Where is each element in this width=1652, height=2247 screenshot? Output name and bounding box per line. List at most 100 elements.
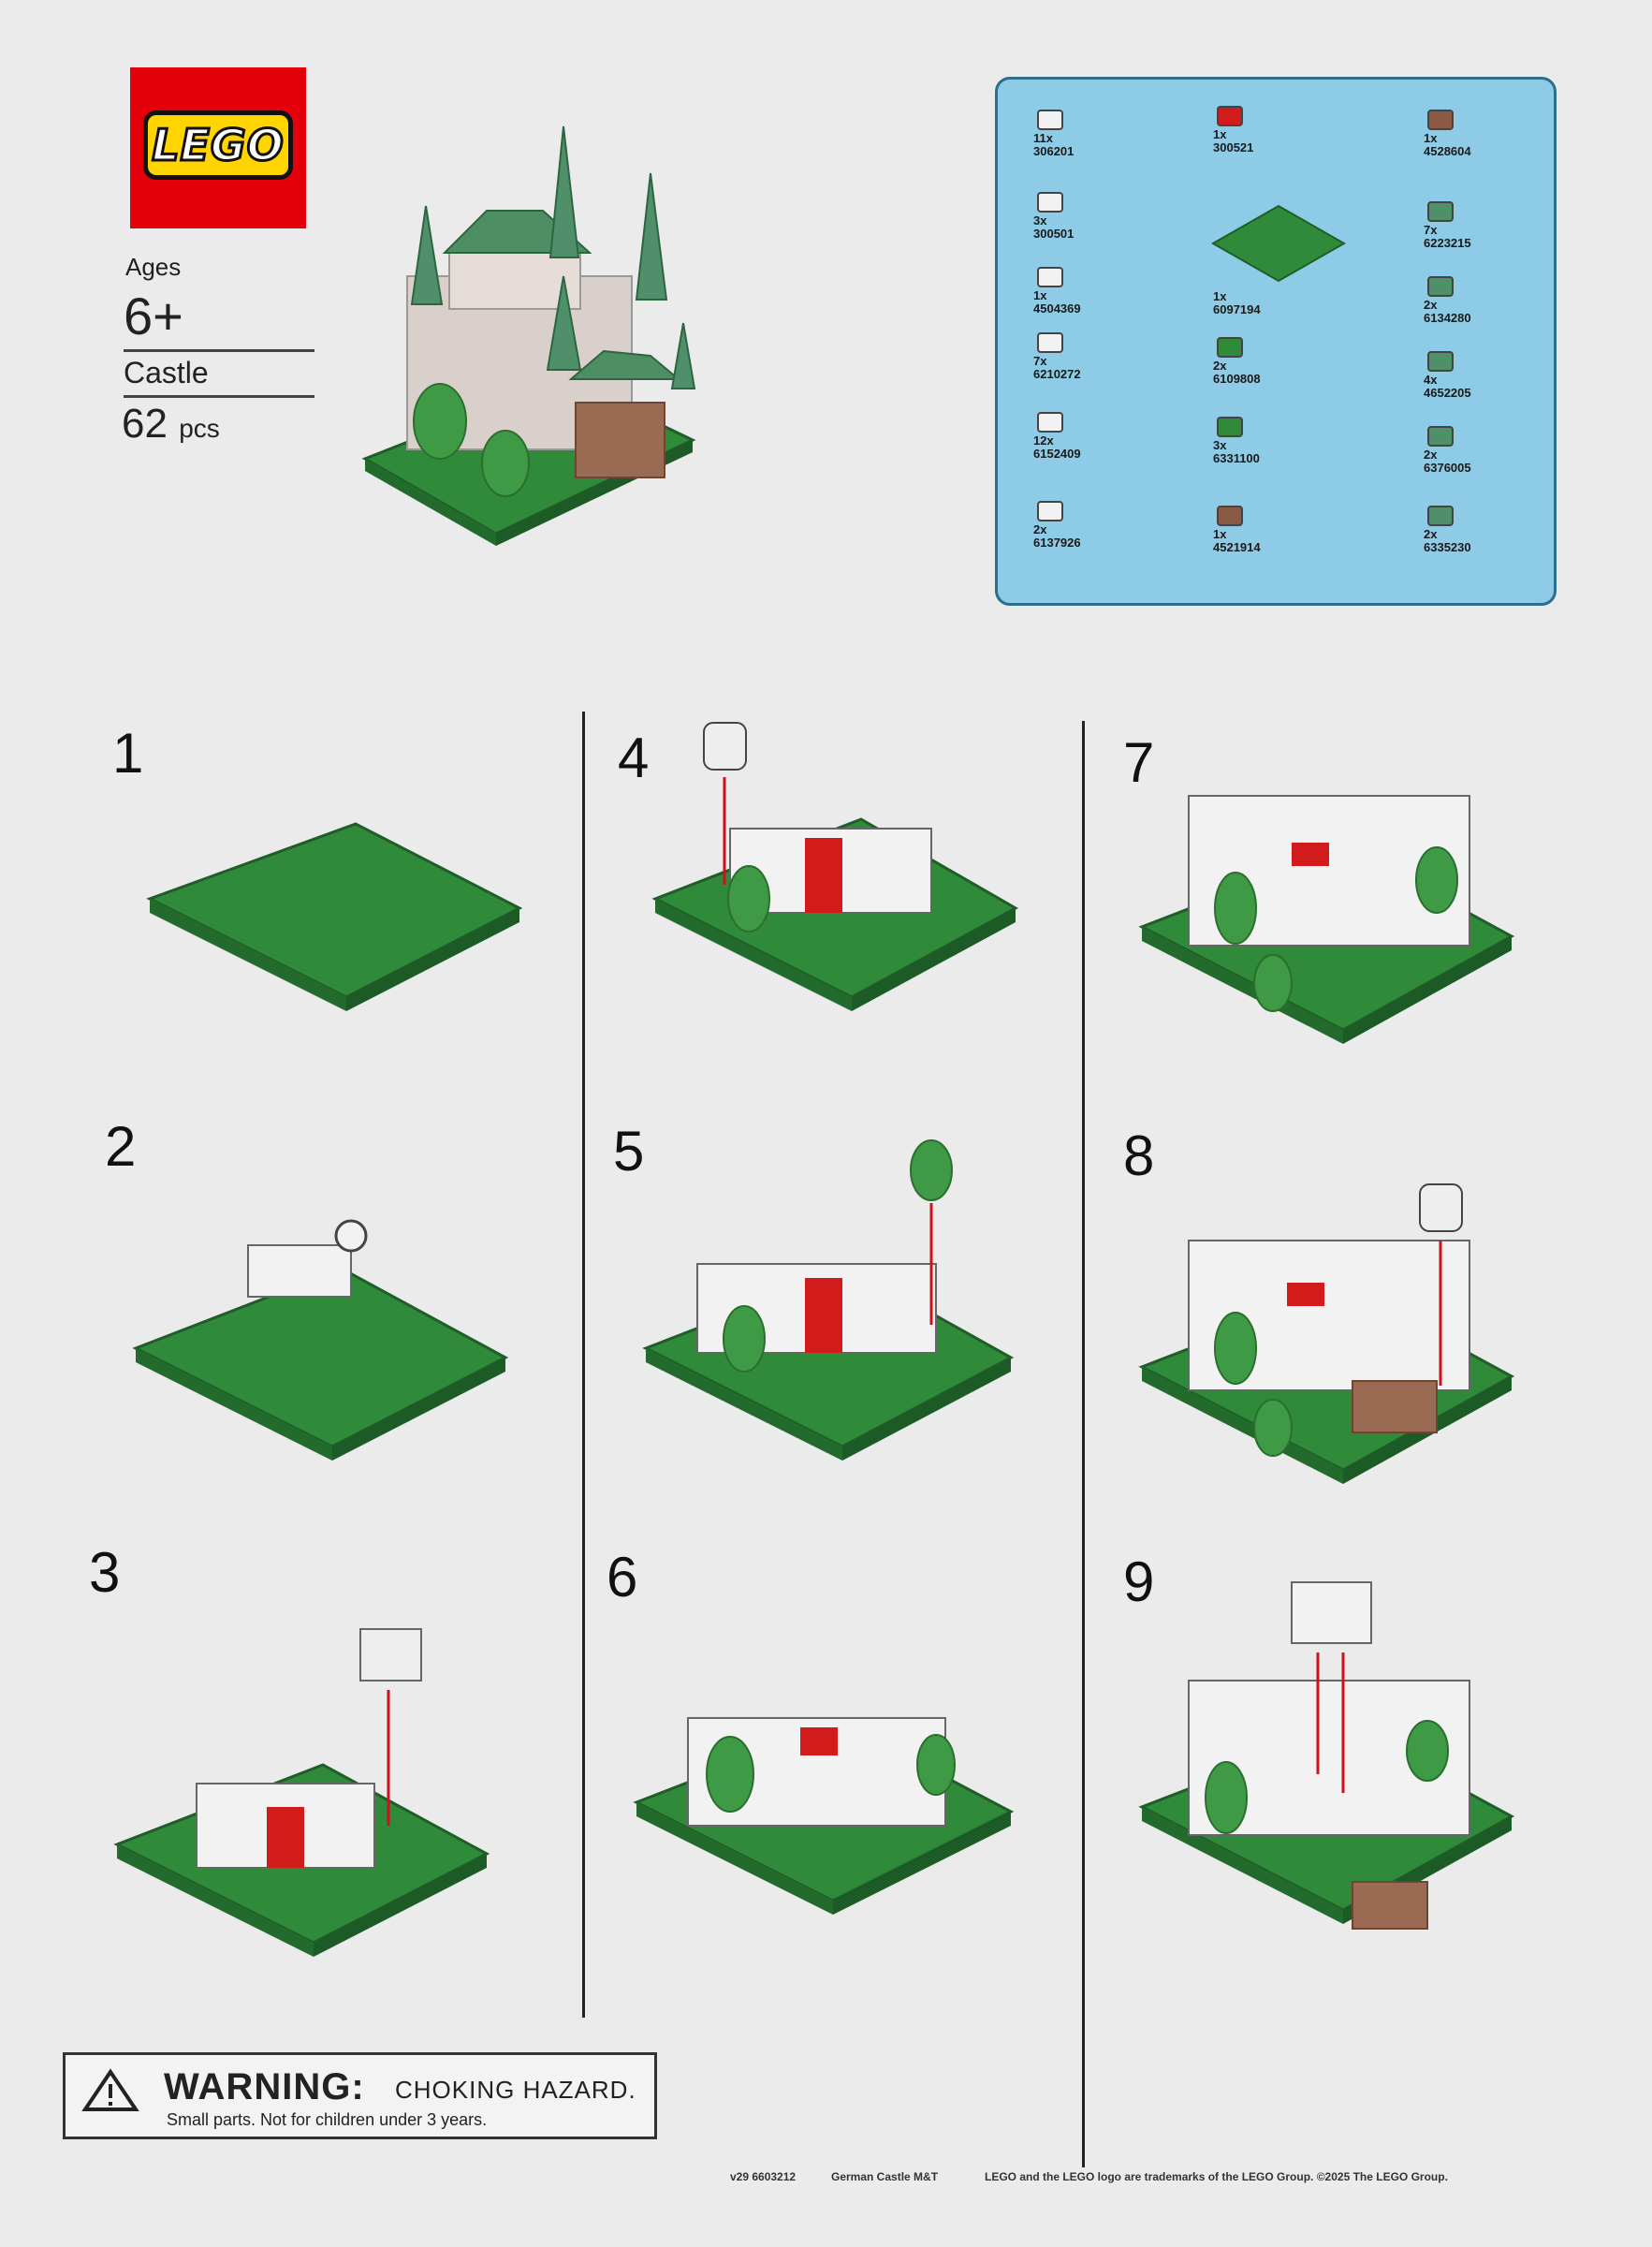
inventory-item: 1x 300521: [1213, 106, 1363, 154]
part-icon: [1037, 192, 1063, 213]
part-number: 6137926: [1033, 536, 1081, 550]
inventory-item: 7x 6210272: [1033, 332, 1183, 381]
column-divider: [1082, 721, 1085, 2167]
warning-box: WARNING: CHOKING HAZARD. Small parts. No…: [63, 2052, 657, 2139]
finished-castle-illustration: [361, 125, 696, 546]
part-plate-icon: [1210, 201, 1347, 286]
part-qty: 2x: [1424, 298, 1438, 312]
part-number: 6223215: [1424, 236, 1471, 250]
step-8-illustration: [1138, 1183, 1515, 1484]
step-5-illustration: [642, 1139, 1015, 1461]
part-icon: [1217, 106, 1243, 126]
inventory-item: 3x 300501: [1033, 192, 1183, 241]
part-icon: [1037, 412, 1063, 433]
part-icon: [1217, 337, 1243, 358]
part-icon: [1217, 506, 1243, 526]
footer-product: German Castle M&T: [831, 2170, 939, 2183]
step-2-illustration: [132, 1219, 509, 1461]
inventory-item: 1x 4504369: [1033, 267, 1183, 316]
step-1-illustration: [146, 822, 523, 1011]
warning-triangle-icon: [81, 2068, 139, 2111]
ages-label: Ages: [125, 253, 182, 281]
inventory-item: 1x 6097194: [1213, 290, 1363, 316]
part-icon: [1427, 276, 1454, 297]
step-7-illustration: [1138, 795, 1515, 1044]
part-number: 4652205: [1424, 386, 1471, 400]
lego-logo-text: LEGO: [151, 119, 285, 172]
part-number: 4504369: [1033, 301, 1081, 316]
footer-code: v29 6603212: [730, 2170, 797, 2183]
part-number: 6210272: [1033, 367, 1081, 381]
part-icon: [1037, 110, 1063, 130]
step-number-7: 7: [1123, 731, 1155, 794]
inventory-item: 2x 6109808: [1213, 337, 1363, 386]
part-qty: 4x: [1424, 373, 1438, 387]
inventory-item: 3x 6331100: [1213, 417, 1363, 465]
step-9-illustration: [1138, 1581, 1515, 1930]
part-qty: 1x: [1424, 131, 1438, 145]
part-qty: 2x: [1033, 522, 1047, 536]
part-qty: 1x: [1033, 288, 1047, 302]
divider-rule: [124, 349, 314, 352]
part-qty: 2x: [1213, 359, 1227, 373]
part-qty: 3x: [1213, 438, 1227, 452]
part-qty: 7x: [1424, 223, 1438, 237]
part-icon: [1427, 110, 1454, 130]
parts-inventory-panel: 11x 306201 3x 300501 1x 4504369 7x 62102…: [995, 77, 1557, 606]
part-number: 6335230: [1424, 540, 1471, 554]
warning-title: WARNING:: [164, 2066, 365, 2107]
inventory-item: 7x 6223215: [1424, 201, 1573, 250]
part-qty: 1x: [1213, 127, 1227, 141]
inventory-item: 1x 4521914: [1213, 506, 1363, 554]
lego-logo-badge: LEGO: [143, 110, 293, 180]
set-name: Castle: [124, 356, 209, 389]
step-4-illustration: [651, 722, 1019, 1011]
step-number-8: 8: [1123, 1124, 1155, 1187]
part-qty: 11x: [1033, 131, 1053, 145]
step-number-4: 4: [618, 727, 650, 789]
part-number: 6097194: [1213, 302, 1261, 316]
part-icon: [1427, 506, 1454, 526]
step-number-9: 9: [1123, 1550, 1155, 1613]
part-number: 6331100: [1213, 451, 1260, 465]
warning-text: Small parts. Not for children under 3 ye…: [167, 2110, 488, 2129]
part-qty: 2x: [1424, 448, 1438, 462]
step-number-6: 6: [607, 1546, 638, 1608]
part-icon: [1217, 417, 1243, 437]
inventory-item: 2x 6335230: [1424, 506, 1573, 554]
part-number: 4521914: [1213, 540, 1261, 554]
part-qty: 2x: [1424, 527, 1438, 541]
part-number: 300501: [1033, 227, 1075, 241]
part-icon: [1037, 501, 1063, 521]
piece-count: 62 pcs: [122, 401, 220, 448]
part-icon: [1037, 267, 1063, 287]
step-number-5: 5: [613, 1120, 645, 1182]
part-icon: [1427, 426, 1454, 447]
divider-rule: [124, 395, 314, 398]
inventory-item: 2x 6376005: [1424, 426, 1573, 475]
inventory-item: 2x 6134280: [1424, 276, 1573, 325]
step-number-3: 3: [89, 1541, 121, 1604]
warning-subtitle: CHOKING HAZARD.: [395, 2076, 636, 2104]
part-qty: 1x: [1213, 289, 1227, 303]
column-divider: [582, 712, 585, 2018]
piece-count-value: 62: [122, 401, 168, 447]
step-6-illustration: [633, 1717, 1015, 1915]
part-qty: 12x: [1033, 433, 1054, 448]
part-qty: 3x: [1033, 213, 1047, 228]
part-number: 6152409: [1033, 447, 1081, 461]
step-3-illustration: [113, 1628, 490, 1957]
inventory-item: 11x 306201: [1033, 110, 1183, 158]
inventory-item: 2x 6137926: [1033, 501, 1183, 550]
footer-trademark: LEGO and the LEGO logo are trademarks of…: [985, 2170, 1448, 2183]
part-qty: 1x: [1213, 527, 1227, 541]
lego-logo: LEGO: [130, 67, 306, 228]
part-icon: [1427, 201, 1454, 222]
part-qty: 7x: [1033, 354, 1047, 368]
part-number: 6134280: [1424, 311, 1471, 325]
part-number: 300521: [1213, 140, 1254, 154]
part-icon: [1427, 351, 1454, 372]
inventory-item: 1x 4528604: [1424, 110, 1573, 158]
part-number: 4528604: [1424, 144, 1471, 158]
piece-count-unit: pcs: [179, 414, 220, 443]
